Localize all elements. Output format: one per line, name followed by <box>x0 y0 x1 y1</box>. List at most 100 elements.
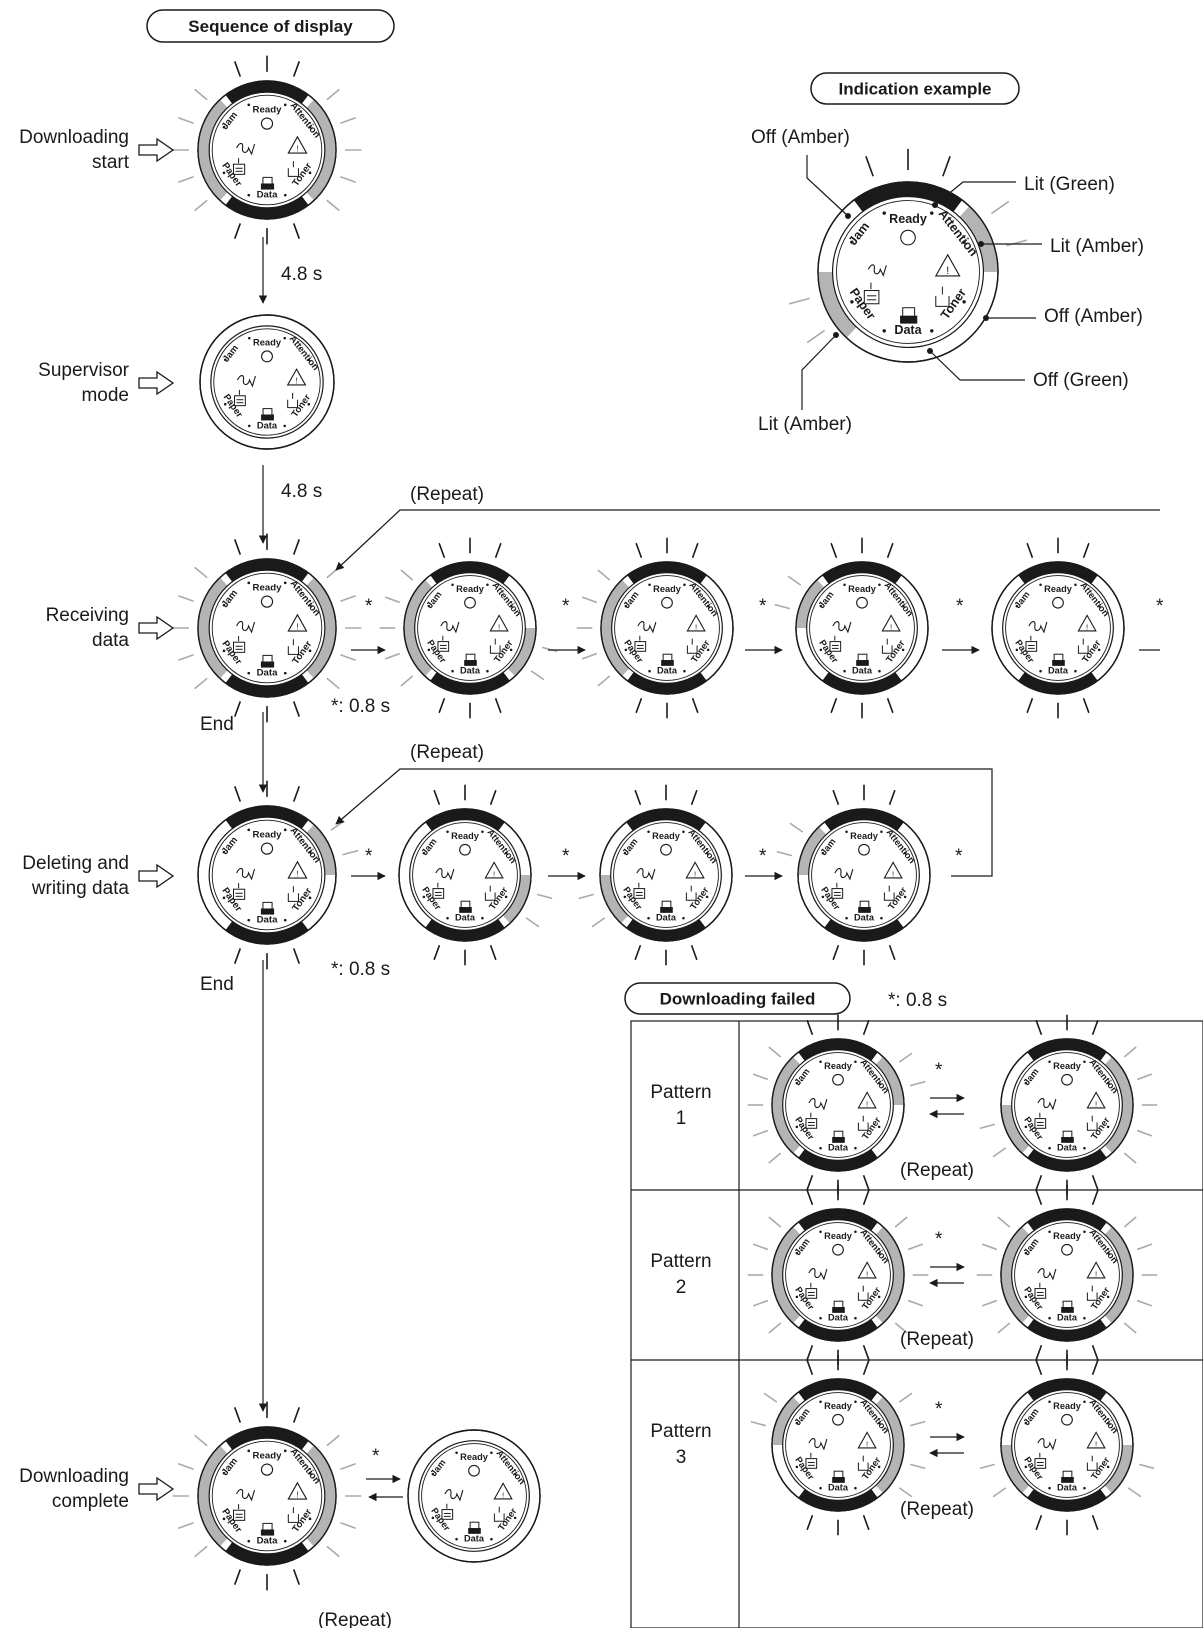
light-ray <box>194 566 208 579</box>
indication-example-header-text: Indication example <box>838 80 991 99</box>
paper-jam-segment <box>772 1056 801 1154</box>
callout-line <box>806 155 849 217</box>
warning-icon <box>686 614 706 632</box>
light-ray <box>233 539 242 555</box>
data-icon <box>1061 1470 1074 1483</box>
step-star: * <box>759 596 767 617</box>
paper-jam-icon <box>1037 1268 1057 1281</box>
light-ray <box>292 786 301 802</box>
data-segment <box>626 919 706 941</box>
light-ray <box>340 116 356 125</box>
callout-lit-amber-right: Lit (Amber) <box>1050 236 1144 257</box>
data-label: Data <box>257 190 279 201</box>
data-label: Data <box>460 666 481 676</box>
light-ray <box>233 948 242 964</box>
toner-icon <box>287 639 299 655</box>
ready-segment <box>1027 1039 1107 1061</box>
paper-jam-segment <box>404 579 433 677</box>
interval-4.8s-1: 4.8 s <box>281 264 322 285</box>
light-ray <box>979 1463 996 1470</box>
ready-label: Ready <box>652 831 681 841</box>
light-ray <box>862 1174 870 1191</box>
toner-icon <box>287 392 299 409</box>
light-ray <box>991 200 1010 215</box>
light-ray <box>862 1514 870 1531</box>
light-ray <box>806 1514 814 1531</box>
data-label: Data <box>828 1313 849 1323</box>
data-icon <box>1061 1130 1074 1143</box>
deleting-repeat-line <box>335 768 993 877</box>
ready-segment <box>798 1209 878 1231</box>
light-ray <box>1035 1344 1043 1361</box>
light-ray <box>233 786 242 802</box>
light-ray <box>763 1392 778 1403</box>
light-ray <box>806 329 825 344</box>
data-label: Data <box>657 666 678 676</box>
warning-mark: ! <box>866 1099 868 1108</box>
paper-tray-icon <box>233 636 246 653</box>
light-ray <box>865 156 874 177</box>
light-ray <box>788 297 810 305</box>
ready-label: Ready <box>653 584 682 594</box>
light-ray <box>581 652 598 660</box>
paper-jam-segment <box>198 577 228 679</box>
warning-icon <box>934 253 961 277</box>
light-ray <box>1127 1487 1142 1498</box>
light-ray <box>997 1322 1011 1334</box>
paper-jam-icon <box>1037 1098 1057 1111</box>
ready-circle-icon <box>832 1243 844 1256</box>
light-ray <box>862 1344 870 1361</box>
ready-circle-icon <box>260 595 274 608</box>
paper-tray-icon <box>233 389 246 407</box>
ready-segment <box>798 1039 878 1061</box>
downloading-failed-header: Downloading failed <box>624 982 851 1015</box>
paper-tray-icon <box>233 883 246 900</box>
toner-icon <box>287 886 299 902</box>
data-segment <box>798 1319 878 1341</box>
ready-segment <box>425 809 505 831</box>
light-ray <box>178 653 194 662</box>
step-star: * <box>759 846 767 867</box>
jam-segment <box>795 579 825 628</box>
ready-circle-icon <box>260 842 274 855</box>
light-ray <box>292 1407 301 1423</box>
toner-icon <box>493 1506 505 1522</box>
light-ray <box>832 944 840 961</box>
data-segment <box>1027 1319 1107 1341</box>
paper-jam-icon <box>236 1488 256 1502</box>
paper-segment <box>600 875 629 924</box>
toner-segment <box>1104 1445 1133 1494</box>
light-ray <box>1035 1514 1043 1531</box>
attention-toner-segment <box>875 1226 904 1324</box>
warning-mark: ! <box>296 145 298 154</box>
light-ray <box>806 1344 814 1361</box>
paper-tray-icon <box>633 882 646 899</box>
light-ray <box>909 1463 926 1470</box>
warning-mark: ! <box>296 870 298 879</box>
light-ray <box>981 1243 998 1251</box>
light-ray <box>591 917 606 928</box>
paper-jam-icon <box>236 620 256 634</box>
paper-segment <box>818 272 857 338</box>
light-ray <box>292 61 301 77</box>
light-ray <box>233 223 242 239</box>
step-star: * <box>956 596 964 617</box>
warning-mark: ! <box>502 1490 504 1499</box>
warning-mark: ! <box>892 869 894 878</box>
ready-segment <box>1027 1209 1107 1231</box>
light-ray <box>1091 1344 1099 1361</box>
ready-segment <box>225 806 309 829</box>
ready-label: Ready <box>253 338 282 348</box>
light-ray <box>597 675 611 687</box>
step-star: * <box>935 1060 943 1081</box>
paper-tray-icon <box>829 635 842 652</box>
paper-tray-icon <box>831 882 844 899</box>
light-ray <box>233 61 242 77</box>
